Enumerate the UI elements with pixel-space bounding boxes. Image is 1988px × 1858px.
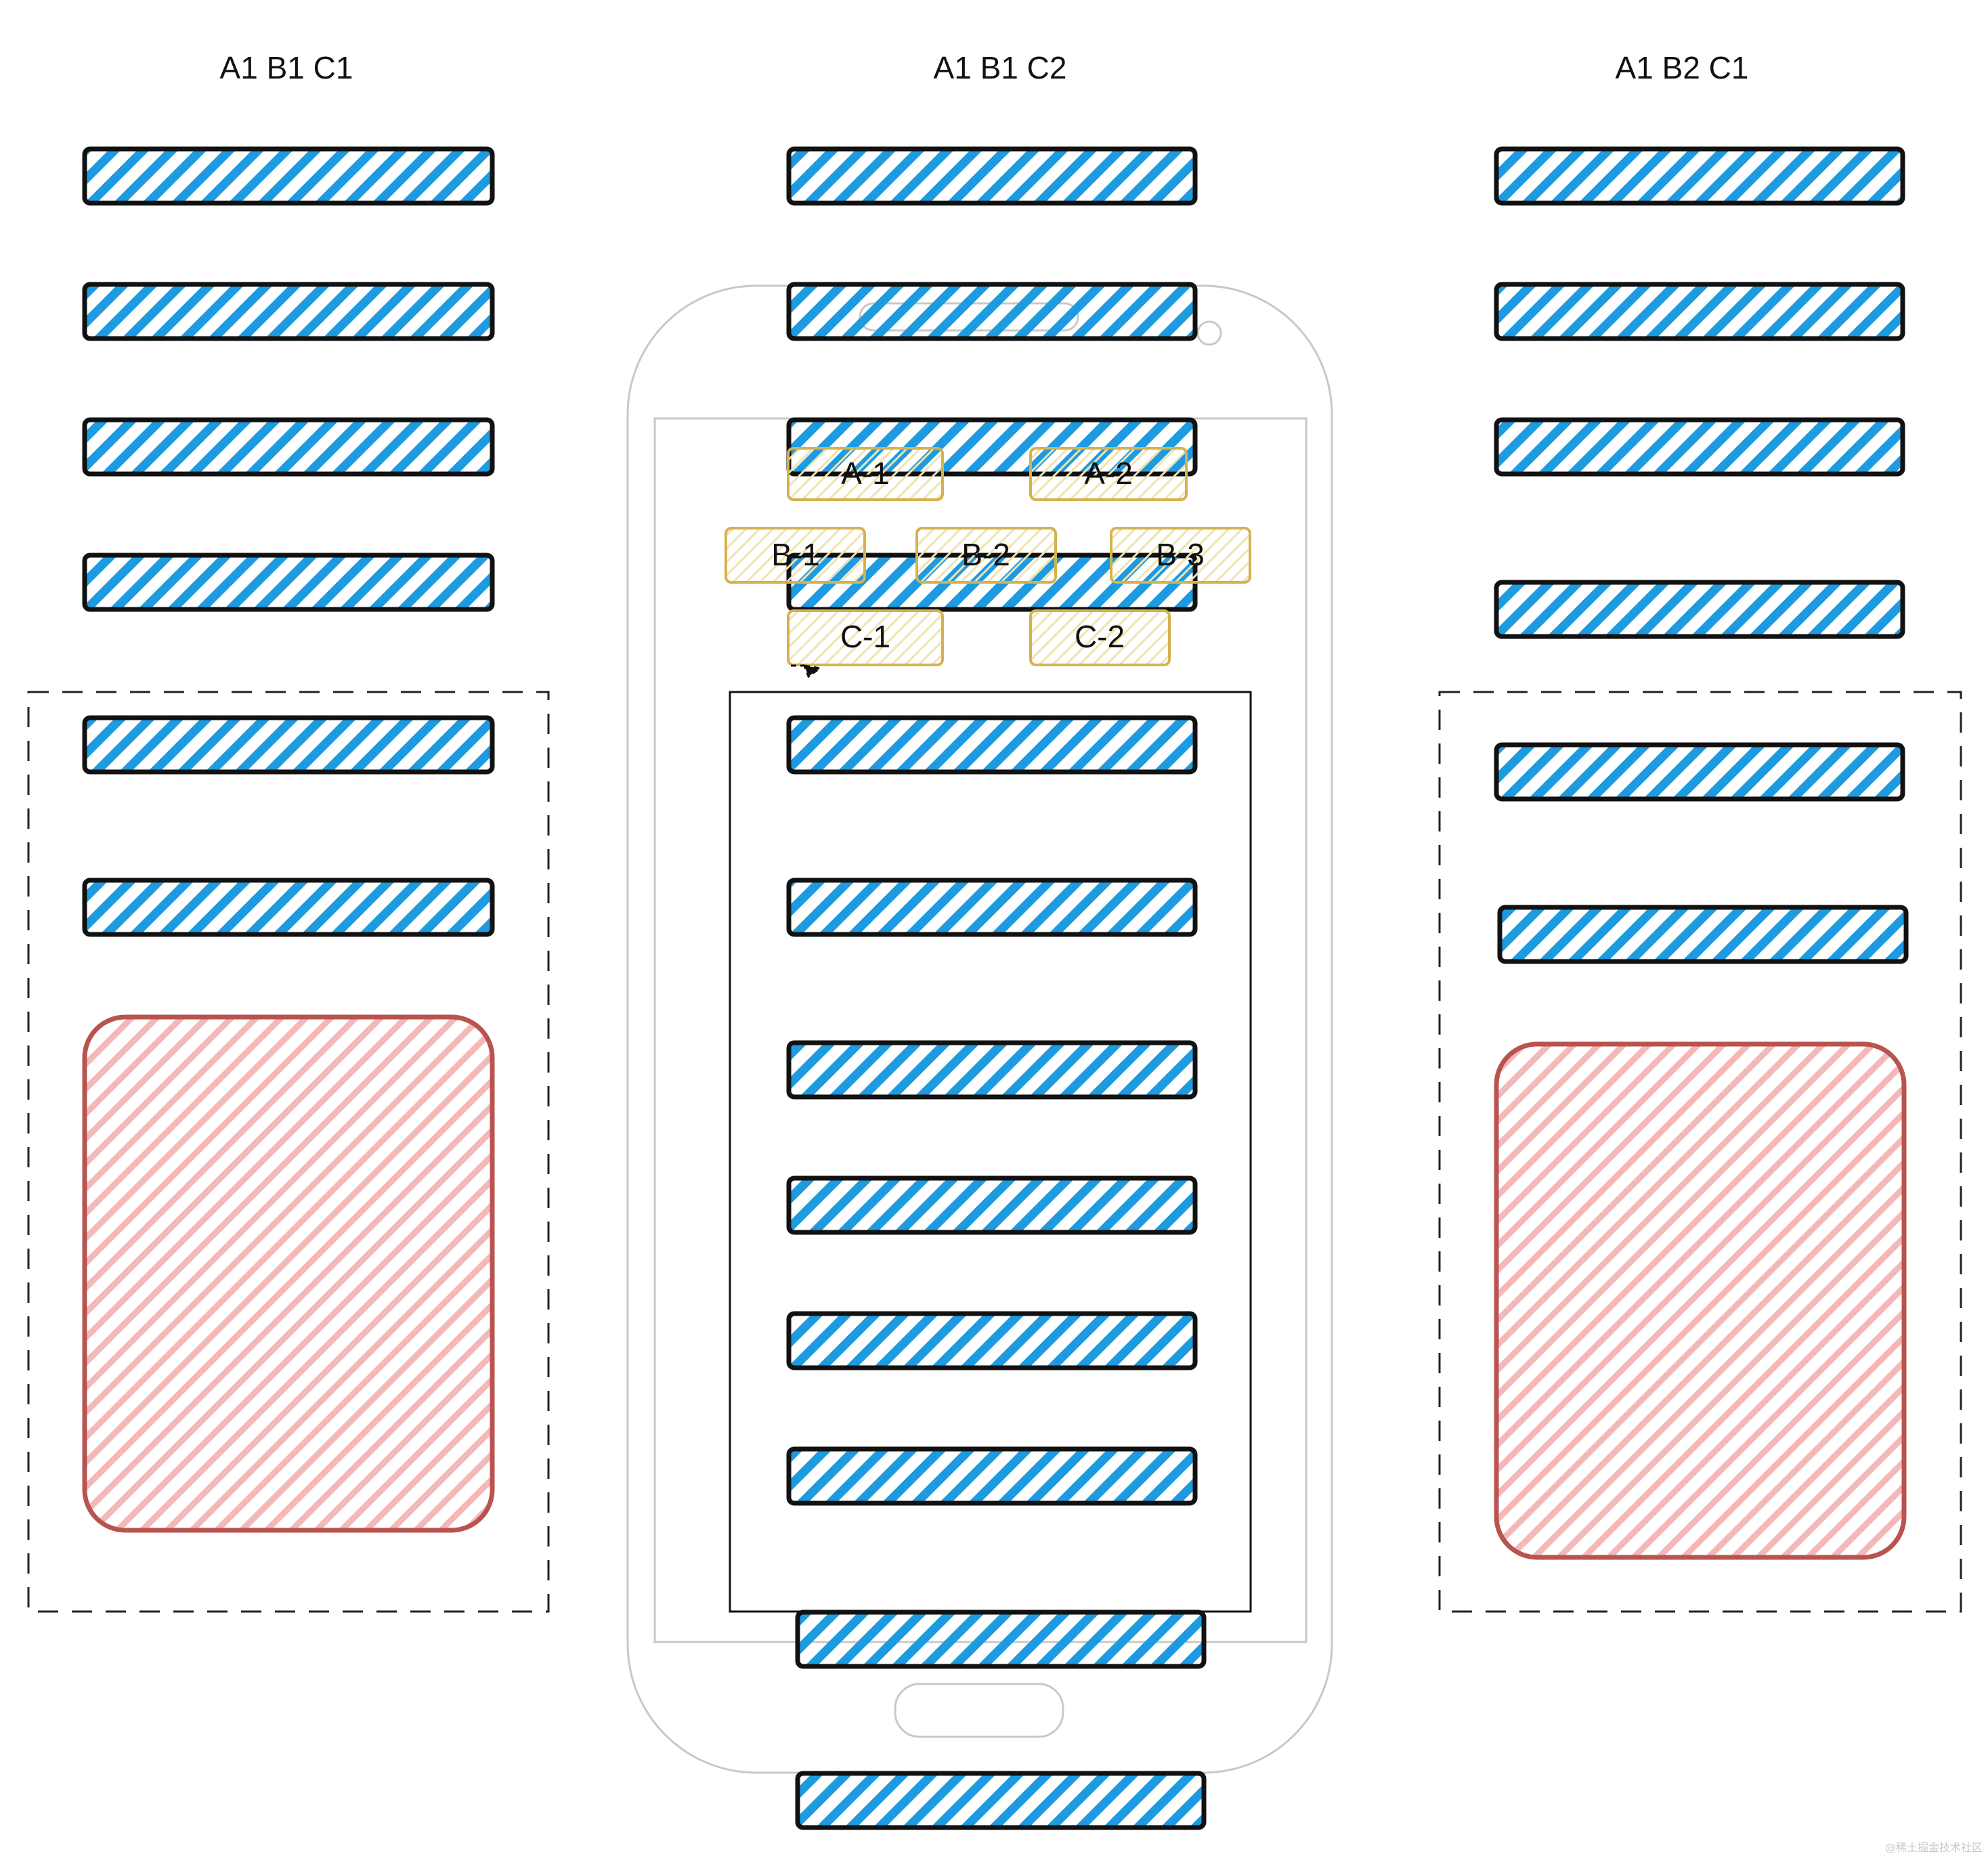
phone-home-button	[895, 1684, 1063, 1737]
content-panel-right	[1496, 1044, 1904, 1557]
list-item-bar	[789, 1178, 1195, 1232]
mobile-phone-frame	[628, 286, 1332, 1773]
list-item-bar	[789, 880, 1195, 934]
chip-b-1-label: B-1	[771, 537, 820, 572]
chip-c-2-label: C-2	[1075, 619, 1125, 654]
chip-b-3-label: B-3	[1156, 537, 1205, 572]
arrow-cursor-icon	[791, 666, 820, 676]
list-item-bar	[1496, 420, 1903, 474]
phone-body	[628, 286, 1332, 1773]
chip-b-1[interactable]: B-1	[726, 528, 865, 582]
list-item-bar	[85, 149, 492, 203]
phone-camera	[1198, 322, 1221, 345]
chip-a-2[interactable]: A-2	[1031, 448, 1186, 500]
list-item-bar	[85, 284, 492, 339]
list-item-bar	[85, 718, 492, 772]
list-item-bar	[798, 1773, 1204, 1828]
chip-a-1[interactable]: A-1	[788, 448, 943, 500]
chip-c-2[interactable]: C-2	[1031, 611, 1169, 665]
list-item-bar	[789, 149, 1195, 203]
list-item-bar	[85, 420, 492, 474]
list-item-bar	[798, 1612, 1204, 1666]
list-item-bar	[1496, 582, 1903, 636]
list-item-bar	[789, 718, 1195, 772]
column-middle-bars	[789, 149, 1204, 1828]
list-item-bar	[85, 880, 492, 934]
watermark: @稀土掘金技术社区	[1885, 1841, 1983, 1854]
list-item-bar	[789, 1449, 1195, 1503]
column-title-right: A1 B2 C1	[1616, 50, 1749, 85]
chip-c-1[interactable]: C-1	[788, 611, 943, 665]
list-item-bar	[789, 1043, 1195, 1097]
chip-c-1-label: C-1	[840, 619, 890, 654]
list-item-bar	[1496, 284, 1903, 339]
chip-b-3[interactable]: B-3	[1111, 528, 1250, 582]
list-item-bar	[1500, 907, 1906, 962]
chip-b-2-label: B-2	[961, 537, 1010, 572]
column-title-left: A1 B1 C1	[220, 50, 353, 85]
column-left-bars	[85, 149, 492, 934]
chip-a-1-label: A-1	[841, 456, 890, 491]
list-item-bar	[1496, 745, 1903, 799]
list-item-bar	[1496, 149, 1903, 203]
chip-b-2[interactable]: B-2	[917, 528, 1056, 582]
list-item-bar	[85, 555, 492, 609]
column-right-bars	[1496, 149, 1906, 962]
chip-a-2-label: A-2	[1084, 456, 1133, 491]
column-title-middle: A1 B1 C2	[934, 50, 1067, 85]
variant-selector: A-1 A-2 B-1 B-2 B-3 C-1 C-2	[726, 448, 1250, 676]
list-item-bar	[789, 1314, 1195, 1368]
list-item-bar	[789, 284, 1195, 339]
content-panel-left	[85, 1017, 492, 1530]
